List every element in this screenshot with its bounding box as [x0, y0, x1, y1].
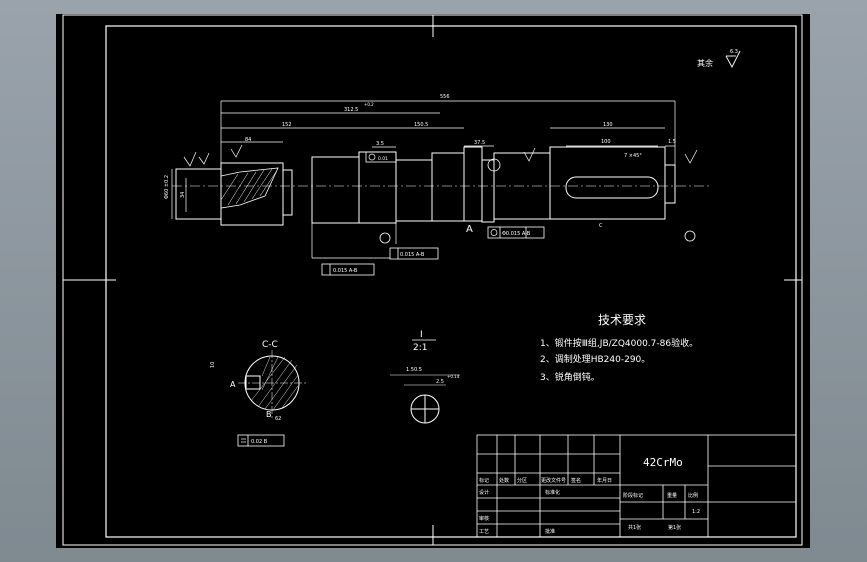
fcf-coaxiality: Φ0.015 A-B	[487, 226, 545, 239]
dim-312-tol: +0.2	[364, 102, 374, 107]
dim-key-note: 7 ×45°	[624, 153, 642, 159]
runout-2-tol: 0.015 A-B	[333, 268, 358, 274]
detail-scale: 2:1	[413, 343, 427, 353]
tb-sheet-no: 第1张	[668, 524, 681, 531]
tech-item-1: 1、锻件按Ⅲ组,JB/ZQ4000.7-86验收。	[540, 337, 698, 349]
dim-152: 152	[282, 122, 292, 128]
tech-title: 技术要求	[598, 313, 646, 327]
dim-35: 3.5	[376, 141, 384, 147]
tb-ratio: 比例	[688, 492, 698, 499]
tech-item-3: 3、锐角倒钝。	[540, 371, 600, 383]
shaft-main-view	[172, 146, 712, 226]
tb-weight: 重量	[667, 492, 677, 499]
dim-100: 100	[601, 139, 611, 145]
datum-a-label: A	[466, 224, 473, 235]
dim-312: 312.5	[344, 107, 358, 113]
tb-sheets-total: 共1张	[628, 524, 641, 531]
dimension-texts: 556 312.5 +0.2 152 84 150.5 37.5 3.5 130…	[164, 94, 676, 199]
dim-thread-dia: Φ60 ±0.2	[164, 175, 170, 199]
detail-view	[390, 374, 460, 424]
roughness-symbol	[725, 50, 741, 68]
detail-dim-2: 2.5	[436, 379, 444, 385]
section-datum-a: A	[230, 380, 236, 389]
tb-process: 工艺	[479, 529, 489, 535]
tb-row-label-6: 年月日	[597, 477, 612, 484]
tb-row-label-4: 更改文件号	[541, 477, 566, 484]
sym-tol: 0.02 B	[251, 439, 268, 445]
detail-number: I	[420, 330, 423, 340]
fcf-runout-2: 0.015 A-B	[321, 263, 375, 276]
fcf-runout-1: 0.015 A-B	[389, 247, 439, 260]
section-title: C-C	[262, 340, 278, 350]
section-datum-b: B	[266, 410, 272, 419]
dim-15: 1.5	[668, 139, 676, 145]
title-block	[476, 434, 797, 538]
tech-item-2: 2、调制处理HB240-290。	[540, 353, 650, 365]
hatching	[220, 168, 277, 206]
roughness-value: 6.3	[730, 49, 738, 55]
fcf-cylindricity: 0.01	[365, 151, 397, 163]
section-c-label: C	[599, 223, 603, 229]
tb-row-label-5: 签名	[571, 477, 581, 484]
tb-review: 审核	[479, 515, 489, 522]
drawing-sheet	[56, 14, 810, 548]
dim-375: 37.5	[474, 140, 485, 146]
tb-stage: 阶段标记	[623, 492, 643, 499]
dimension-lines	[171, 100, 676, 259]
outer-frame	[62, 14, 803, 546]
detail-dim-2-tol: +0.14	[447, 374, 460, 379]
tb-standard: 标准化	[545, 489, 560, 496]
cyl-tol: 0.01	[378, 156, 388, 162]
dim-left-label: 34	[180, 192, 186, 198]
material-label: 42CrMo	[643, 456, 683, 469]
dim-1505: 150.5	[414, 122, 428, 128]
section-dim-top: 10	[210, 362, 216, 368]
detail-dim-1: 1.50.5	[406, 367, 422, 373]
dim-84: 84	[245, 137, 251, 143]
section-cc-view	[238, 350, 308, 418]
section-cc-hatch	[250, 356, 299, 411]
tb-row-label-2: 处数	[499, 477, 509, 484]
tb-scale: 1:2	[692, 509, 700, 515]
roughness-note: 其余	[697, 58, 713, 68]
center-marks	[63, 15, 802, 545]
tb-row-label-3: 分区	[517, 477, 527, 484]
coax-tol: Φ0.015 A-B	[502, 231, 531, 237]
roughness-marks	[183, 144, 698, 167]
fcf-symmetry: 0.02 B	[237, 434, 285, 447]
dim-130: 130	[603, 122, 613, 128]
tb-approve: 批准	[545, 528, 555, 535]
section-dim-bottom: 62	[275, 416, 281, 422]
datum-markers	[379, 158, 696, 244]
runout-1-tol: 0.015 A-B	[400, 252, 425, 258]
tb-design: 设计	[479, 489, 489, 496]
tb-row-label-1: 标记	[479, 477, 489, 484]
dim-overall: 556	[440, 94, 450, 100]
inner-frame	[105, 25, 797, 538]
